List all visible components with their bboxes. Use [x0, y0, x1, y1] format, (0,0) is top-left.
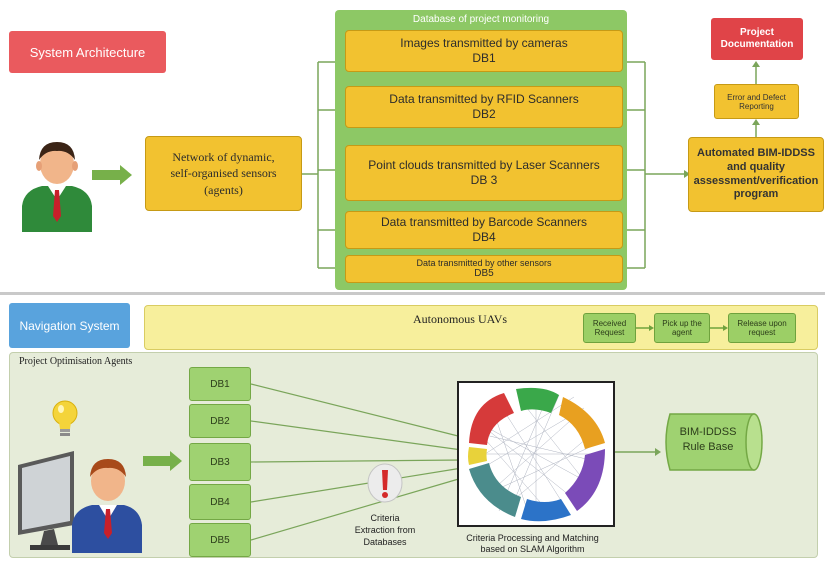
rule-base-cylinder-icon: [665, 413, 763, 471]
step-release-upon-request: Release upon request: [728, 313, 796, 343]
database-box-db4: Data transmitted by Barcode Scanners DB4: [345, 211, 623, 249]
sensor-network-box: Network of dynamic, self-organised senso…: [145, 136, 302, 211]
error-defect-reporting-box: Error and Defect Reporting: [714, 84, 799, 119]
arrow-person-to-network: [92, 165, 132, 185]
processing-line-2: based on SLAM Algorithm: [480, 544, 585, 554]
arrow-agent-to-db3: [143, 451, 182, 471]
db1-code: DB1: [472, 51, 496, 65]
opt-db3-box: DB3: [189, 443, 251, 481]
database-box-db2: Data transmitted by RFID Scanners DB2: [345, 86, 623, 128]
lightbulb-icon: [52, 400, 78, 436]
step-pick-up-agent: Pick up the agent: [654, 313, 710, 343]
db4-code: DB4: [472, 230, 496, 244]
slam-network-graph: [457, 381, 615, 527]
section-divider: [0, 292, 825, 295]
opt-db4-box: DB4: [189, 484, 251, 520]
system-architecture-label: System Architecture: [9, 31, 166, 73]
rule-base-line-1: BIM-IDDSS: [679, 426, 737, 439]
step3-line-1: Release upon: [737, 318, 787, 328]
step1-line-1: Received: [592, 318, 627, 328]
autonomous-uavs-title: Autonomous UAVs: [412, 311, 508, 326]
program-line-1: Automated BIM-IDDSS: [697, 147, 815, 159]
database-panel-title: Database of project monitoring: [412, 13, 550, 25]
step1-line-2: Request: [594, 328, 625, 337]
database-box-db5: Data transmitted by other sensors DB5: [345, 255, 623, 283]
program-line-4: program: [733, 188, 779, 201]
doc-line-2: Documentation: [720, 39, 794, 50]
program-line-3: assessment/verification: [693, 174, 819, 187]
step2-line-2: agent: [671, 328, 693, 337]
criteria-line-3: Databases: [363, 536, 407, 547]
step2-line-1: Pick up the: [662, 318, 702, 328]
processing-line-1: Criteria Processing and Matching: [466, 532, 599, 543]
criteria-line-1: Criteria: [370, 513, 400, 524]
computer-user-icon: [18, 451, 142, 553]
criteria-extraction-label: Criteria Extraction from Databases: [330, 508, 440, 554]
criteria-processing-label: Criteria Processing and Matching based o…: [440, 530, 625, 558]
error-line-2: Reporting: [739, 101, 774, 111]
program-line-2: and quality: [726, 160, 786, 173]
database-box-db1: Images transmitted by cameras DB1: [345, 30, 623, 72]
error-line-1: Error and Defect: [727, 92, 786, 102]
db1-label: Images transmitted by cameras: [400, 36, 568, 50]
user-person-icon: [22, 142, 92, 232]
project-documentation-box: Project Documentation: [711, 18, 803, 60]
opt-db1-box: DB1: [189, 367, 251, 401]
exclamation-icon: [367, 463, 403, 503]
network-line-1: Network of dynamic,: [172, 150, 275, 165]
criteria-line-2: Extraction from: [354, 525, 416, 536]
step3-line-2: request: [748, 328, 776, 337]
rule-base-line-2: Rule Base: [682, 441, 734, 453]
db3-code: DB 3: [470, 173, 498, 187]
db2-code: DB2: [472, 107, 496, 121]
network-line-3: (agents): [204, 182, 243, 197]
step-received-request: Received Request: [583, 313, 636, 343]
doc-line-1: Project: [740, 27, 774, 38]
rule-base-label: BIM-IDDSS Rule Base: [658, 418, 758, 462]
navigation-system-label: Navigation System: [9, 303, 130, 348]
opt-db2-box: DB2: [189, 404, 251, 438]
network-graph-image: [468, 387, 605, 522]
db2-label: Data transmitted by RFID Scanners: [389, 92, 579, 106]
network-line-2: self-organised sensors: [170, 166, 277, 181]
db4-label: Data transmitted by Barcode Scanners: [380, 215, 588, 229]
database-box-db3: Point clouds transmitted by Laser Scanne…: [345, 145, 623, 201]
project-optimisation-title: Project Optimisation Agents: [19, 356, 133, 367]
db5-code: DB5: [474, 268, 494, 280]
db3-label: Point clouds transmitted by Laser Scanne…: [368, 158, 600, 172]
db5-label: Data transmitted by other sensors: [416, 257, 552, 268]
opt-db5-box: DB5: [189, 523, 251, 557]
bim-iddss-program-box: Automated BIM-IDDSS and quality assessme…: [688, 137, 824, 212]
